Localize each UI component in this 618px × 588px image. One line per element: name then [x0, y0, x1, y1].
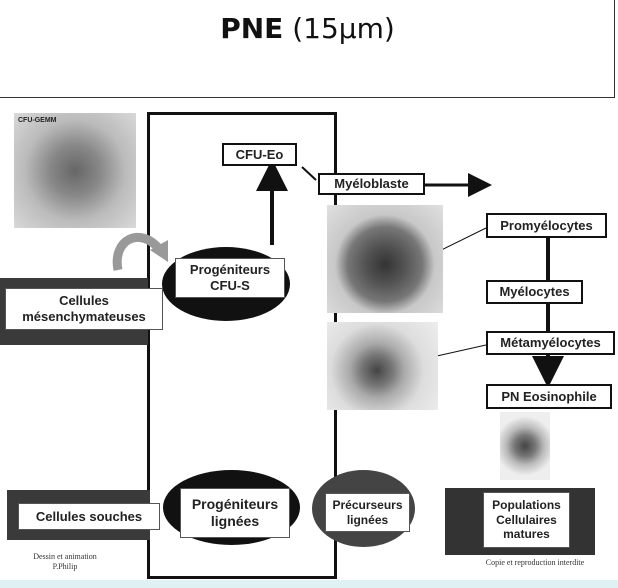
node-mature-populations: Populations Cellulaires matures — [483, 492, 570, 548]
cfu-gemm-photo: CFU-GEMM — [14, 113, 136, 228]
title-bold: PNE — [220, 12, 284, 45]
copyright-caption: Copie et reproduction interdite — [485, 558, 585, 567]
node-cfu-eo: CFU-Eo — [222, 143, 297, 166]
node-pn-eosinophile: PN Eosinophile — [486, 384, 612, 409]
arrow-cfueo-to-myeloblast — [301, 166, 317, 181]
metamyelocyte-photo — [327, 322, 438, 410]
node-lineage-precursors: Précurseurs lignées — [325, 493, 410, 532]
node-promyelocytes: Promyélocytes — [486, 213, 607, 238]
credit-caption: Dessin et animation P.Philip — [33, 552, 97, 571]
curved-arrow — [112, 233, 164, 271]
bottom-strip — [0, 580, 618, 588]
node-lineage-progenitors: Progéniteurs lignées — [180, 488, 290, 538]
node-mesenchymal: Cellules mésenchymateuses — [5, 288, 163, 330]
node-metamyelocytes: Métamyélocytes — [486, 331, 615, 355]
promyelocyte-photo — [327, 205, 443, 313]
arrowhead-curved — [150, 240, 168, 262]
title-size: (15µm) — [283, 12, 395, 45]
title-box — [0, 0, 615, 98]
node-cfu-s: Progéniteurs CFU-S — [175, 258, 285, 298]
node-stem-cells: Cellules souches — [18, 503, 160, 530]
photo-label: CFU-GEMM — [18, 117, 57, 124]
eosinophil-photo — [500, 412, 550, 480]
node-myeloblast: Myéloblaste — [318, 173, 425, 195]
node-myelocytes: Myélocytes — [486, 280, 583, 304]
page-title: PNE (15µm) — [0, 12, 615, 45]
